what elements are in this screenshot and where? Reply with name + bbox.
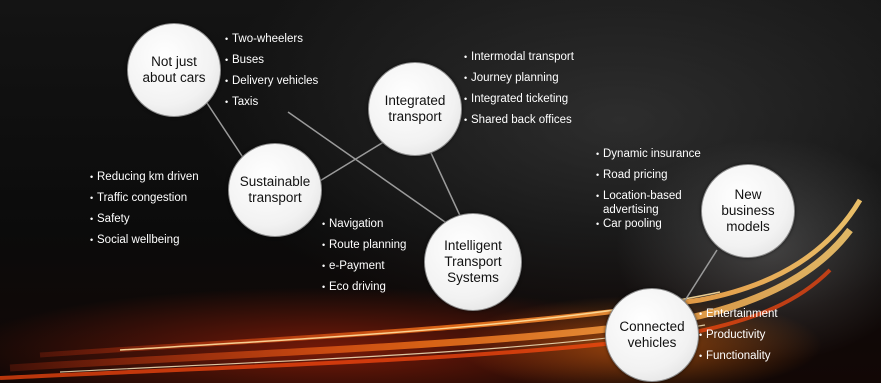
node-label-line: Intelligent <box>444 238 502 253</box>
list-sustainable-transport: Reducing km driven Traffic congestion Sa… <box>90 170 199 254</box>
node-label-line: Connected <box>619 319 685 334</box>
list-item: Reducing km driven <box>90 170 199 191</box>
list-intelligent-transport-systems: Navigation Route planning e-Payment Eco … <box>322 217 406 301</box>
node-label-line: Integrated <box>384 93 446 108</box>
list-new-business-models: Dynamic insurance Road pricing Location-… <box>596 147 701 238</box>
list-item: Dynamic insurance <box>596 147 701 168</box>
list-item: Eco driving <box>322 280 406 301</box>
node-label-line: business <box>721 203 775 218</box>
list-item: Intermodal transport <box>464 50 574 71</box>
list-not-just-about-cars: Two-wheelers Buses Delivery vehicles Tax… <box>225 32 318 116</box>
node-label-line: Not just <box>151 54 197 69</box>
connector-integrated-to-intelligent <box>424 139 463 221</box>
node-label-line: vehicles <box>627 335 677 350</box>
connector-cars-to-sustainable <box>204 99 249 166</box>
list-item: Two-wheelers <box>225 32 318 53</box>
node-label-line: models <box>726 219 770 234</box>
list-item: Route planning <box>322 238 406 259</box>
node-label-line: transport <box>248 190 302 205</box>
list-item: Safety <box>90 212 199 233</box>
list-item: Integrated ticketing <box>464 92 574 113</box>
list-item: Entertainment <box>699 307 778 328</box>
list-item: Navigation <box>322 217 406 238</box>
node-label-line: New <box>734 187 762 202</box>
list-item: Road pricing <box>596 168 697 189</box>
list-item: Social wellbeing <box>90 233 199 254</box>
list-item: Buses <box>225 53 318 74</box>
list-item: Shared back offices <box>464 113 574 134</box>
node-label-line: transport <box>388 109 442 124</box>
node-label-line: Sustainable <box>239 174 311 189</box>
list-item: Taxis <box>225 95 318 116</box>
list-item: Car pooling <box>596 217 697 238</box>
node-label-line: about cars <box>142 70 206 85</box>
list-item: Location-based advertising <box>596 189 697 217</box>
node-label-line: Transport <box>444 254 502 269</box>
list-item: Productivity <box>699 328 778 349</box>
connector-cars-to-intelligent <box>287 111 466 237</box>
list-item: Delivery vehicles <box>225 74 318 95</box>
node-label-line: Systems <box>447 270 499 285</box>
list-item: e-Payment <box>322 259 406 280</box>
list-item: Traffic congestion <box>90 191 199 212</box>
list-integrated-transport: Intermodal transport Journey planning In… <box>464 50 574 134</box>
list-connected-vehicles: Entertainment Productivity Functionality <box>699 307 778 370</box>
list-item: Functionality <box>699 349 778 370</box>
connector-business-to-connected <box>683 249 718 303</box>
list-item: Journey planning <box>464 71 574 92</box>
